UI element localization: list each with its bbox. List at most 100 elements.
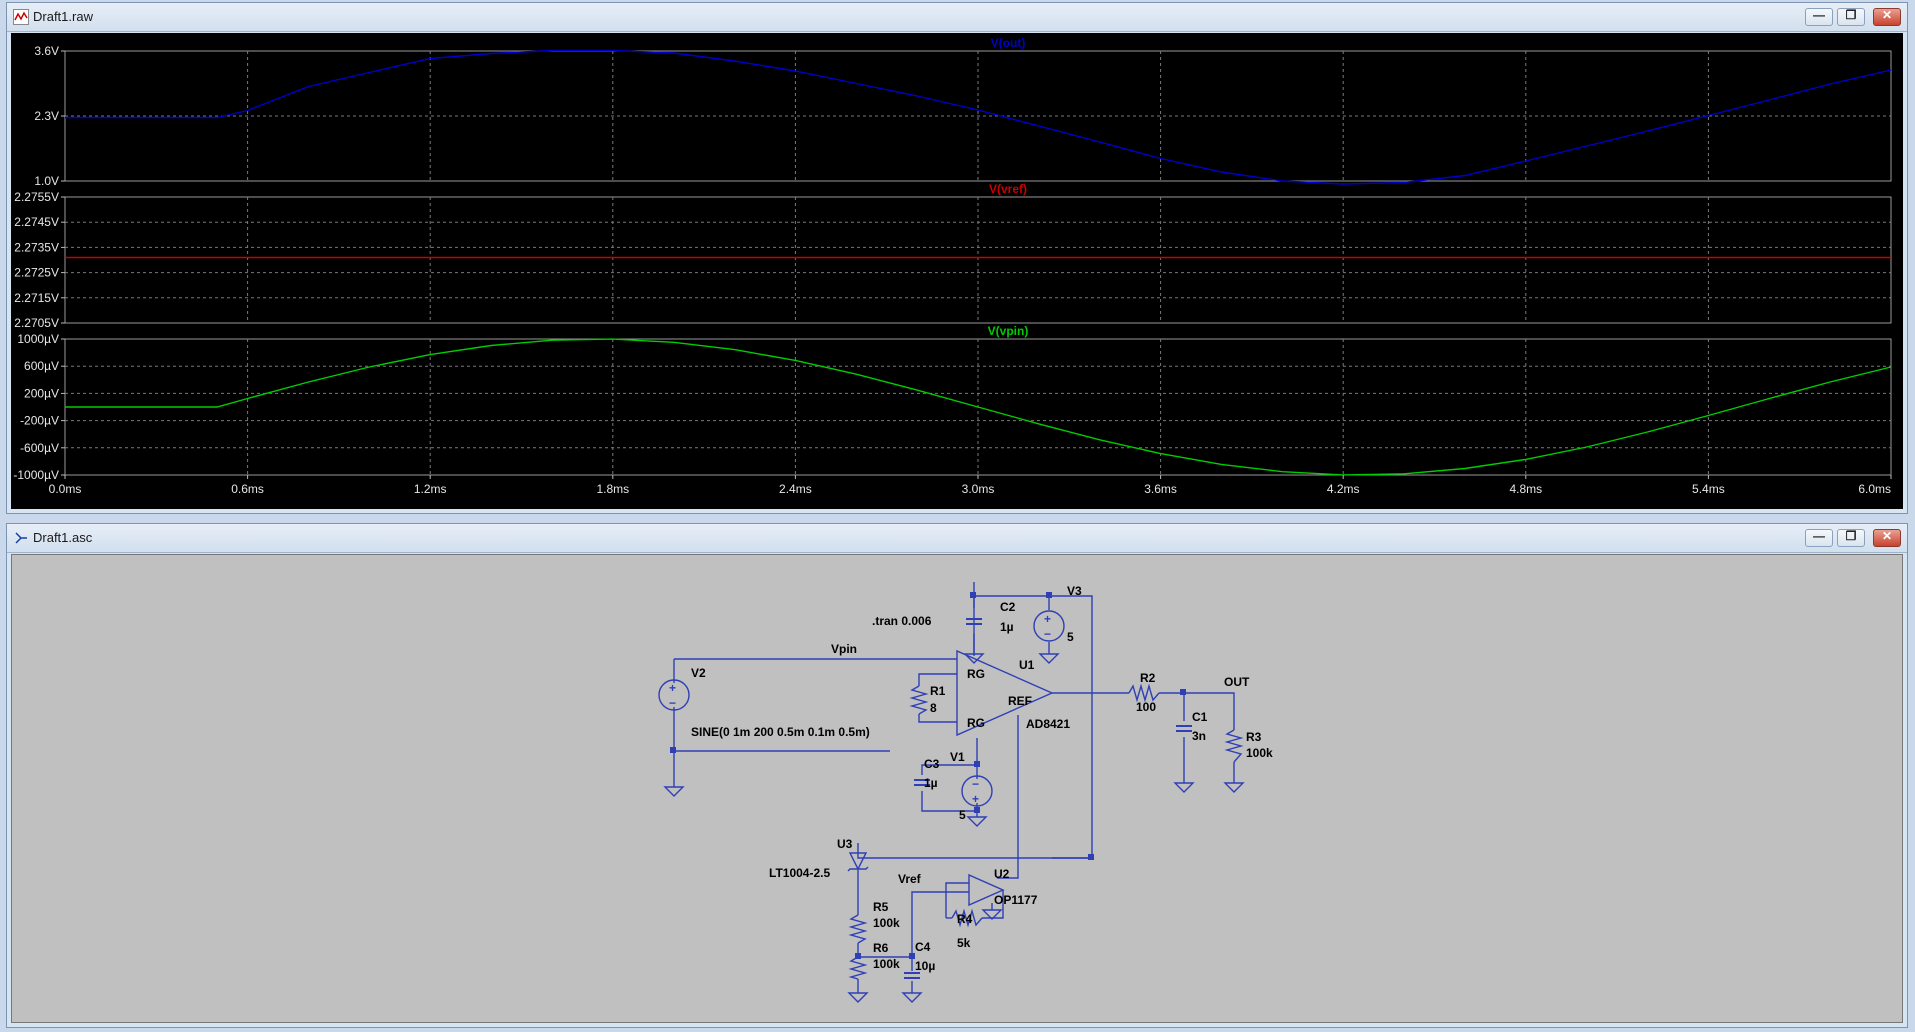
c1-value[interactable]: 3n	[1192, 729, 1206, 743]
trace-title[interactable]: V(vpin)	[988, 324, 1029, 338]
r5-symbol[interactable]	[848, 914, 868, 944]
x-tick-label: 0.0ms	[49, 482, 82, 496]
y-tick-label: 2.2745V	[14, 215, 59, 229]
source-polarity: + − + − − +	[669, 612, 1051, 806]
r2-value[interactable]: 100	[1136, 700, 1156, 714]
c2-value[interactable]: 1µ	[1000, 620, 1014, 634]
r1-name: R1	[930, 684, 946, 698]
close-icon: ✕	[1881, 8, 1893, 22]
restore-icon: ❐	[1845, 529, 1857, 543]
u3-diode	[848, 852, 868, 871]
y-tick-label: -600µV	[20, 441, 59, 455]
y-tick-label: 600µV	[24, 359, 59, 373]
waveform-plots[interactable]: 3.6V2.3V1.0VV(out)2.2755V2.2745V2.2735V2…	[11, 33, 1903, 509]
net-label-vref[interactable]: Vref	[898, 872, 922, 886]
u3-name: U3	[837, 837, 853, 851]
restore-button[interactable]: ❐	[1837, 529, 1865, 547]
v1-symbol[interactable]	[961, 775, 993, 807]
v2-symbol[interactable]	[658, 679, 690, 711]
x-tick-label: 3.0ms	[962, 482, 995, 496]
wire	[921, 791, 977, 812]
y-tick-label: 1000µV	[17, 332, 59, 346]
r4-value[interactable]: 5k	[957, 936, 971, 950]
x-tick-label: 6.0ms	[1858, 482, 1891, 496]
v1-value[interactable]: 5	[959, 808, 966, 822]
minus-icon: −	[669, 696, 676, 710]
y-tick-label: 200µV	[24, 386, 59, 400]
v3-symbol[interactable]	[1033, 610, 1065, 642]
voltage-sources	[658, 610, 1065, 807]
labels: .tran 0.006 Vpin OUT Vref V2 SINE(0 1m 2…	[691, 584, 1273, 973]
c4-name: C4	[915, 940, 931, 954]
ground-icon	[663, 786, 685, 797]
trace-title[interactable]: V(vref)	[989, 182, 1027, 196]
r1-symbol[interactable]	[909, 685, 929, 715]
u3-value[interactable]: LT1004-2.5	[769, 866, 830, 880]
junction-dot	[970, 592, 976, 598]
ground-icon	[847, 992, 869, 1003]
y-tick-label: 2.2715V	[14, 291, 59, 305]
u2-symbol[interactable]	[968, 873, 1005, 907]
y-tick-label: 2.2725V	[14, 266, 59, 280]
y-tick-label: 2.3V	[34, 109, 59, 123]
wire	[858, 891, 969, 958]
wire	[918, 673, 957, 686]
trace-line[interactable]	[65, 49, 1892, 185]
r3-value[interactable]: 100k	[1246, 746, 1273, 760]
minimize-button[interactable]: —	[1805, 529, 1833, 547]
x-tick-label: 1.2ms	[414, 482, 447, 496]
u1-value[interactable]: AD8421	[1026, 717, 1070, 731]
y-tick-label: 2.2735V	[14, 240, 59, 254]
wire	[921, 738, 978, 775]
r6-symbol[interactable]	[848, 956, 868, 980]
r1-value[interactable]: 8	[930, 701, 937, 715]
minimize-button[interactable]: —	[1805, 8, 1833, 26]
wire	[857, 843, 1092, 859]
trace-line[interactable]	[65, 338, 1892, 476]
r3-symbol[interactable]	[1224, 729, 1244, 763]
v3-value[interactable]: 5	[1067, 630, 1074, 644]
c2-name: C2	[1000, 600, 1016, 614]
net-label-vpin[interactable]: Vpin	[831, 642, 857, 656]
minimize-icon: —	[1813, 529, 1825, 543]
u2-name: U2	[994, 867, 1010, 881]
r5-value[interactable]: 100k	[873, 916, 900, 930]
resistors	[848, 683, 1244, 980]
v2-value[interactable]: SINE(0 1m 200 0.5m 0.1m 0.5m)	[691, 725, 870, 739]
x-tick-label: 3.6ms	[1144, 482, 1177, 496]
restore-icon: ❐	[1845, 8, 1857, 22]
net-label-out[interactable]: OUT	[1224, 675, 1250, 689]
r4-symbol[interactable]	[951, 908, 983, 928]
u3-symbol[interactable]	[847, 852, 869, 872]
wires	[673, 582, 1235, 993]
close-button[interactable]: ✕	[1873, 8, 1901, 26]
close-button[interactable]: ✕	[1873, 529, 1901, 547]
spice-directive[interactable]: .tran 0.006	[872, 614, 932, 628]
r2-symbol[interactable]	[1128, 683, 1160, 703]
ground-icon	[901, 992, 923, 1003]
capacitors	[904, 618, 1192, 979]
u1-triangle	[956, 649, 1054, 737]
schematic-window-titlebar[interactable]: Draft1.asc — ❐ ✕	[7, 524, 1907, 553]
trace-title[interactable]: V(out)	[991, 36, 1026, 50]
u1-symbol[interactable]	[956, 649, 1054, 737]
plot-window-titlebar[interactable]: Draft1.raw — ❐ ✕	[7, 3, 1907, 32]
restore-button[interactable]: ❐	[1837, 8, 1865, 26]
schematic-canvas[interactable]: + − + − − +	[11, 554, 1903, 1023]
c1-name: C1	[1192, 710, 1208, 724]
u2-value[interactable]: OP1177	[994, 893, 1038, 907]
c4-value[interactable]: 10µ	[915, 959, 935, 973]
c3-value[interactable]: 1µ	[924, 776, 938, 790]
minimize-icon: —	[1813, 8, 1825, 22]
u1-pin-ref: REF	[1008, 694, 1032, 708]
r5-name: R5	[873, 900, 889, 914]
junction-dot	[670, 747, 676, 753]
ground-icon	[1173, 782, 1195, 793]
u1-pin-rg-bottom: RG	[967, 716, 985, 730]
junction-dot	[974, 807, 980, 813]
r6-value[interactable]: 100k	[873, 957, 900, 971]
schematic-drawing[interactable]: + − + − − +	[12, 555, 1904, 1022]
junction-dot	[1088, 854, 1094, 860]
r6-name: R6	[873, 941, 889, 955]
